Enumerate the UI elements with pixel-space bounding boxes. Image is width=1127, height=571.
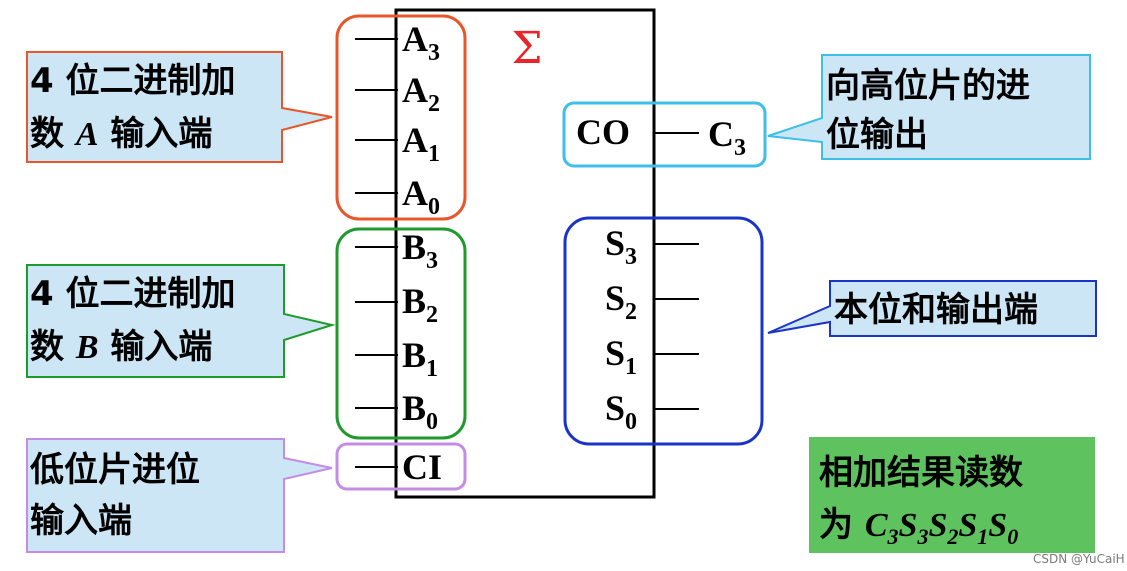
pin-s3-label: S3 xyxy=(605,223,637,270)
pin-b2-label: B2 xyxy=(402,281,438,328)
callout-carry-in-line1: 低位片进位 xyxy=(30,450,200,490)
pin-a3-label: A3 xyxy=(402,19,440,66)
pin-ci-label: CI xyxy=(402,447,442,487)
sigma-symbol: Σ xyxy=(511,23,542,74)
callout-sum-out-line1: 本位和输出端 xyxy=(834,290,1038,330)
watermark: CSDN @YuCaiH xyxy=(1033,552,1125,566)
callout-input-a: 4 位二进制加 数 A 输入端 xyxy=(26,51,333,163)
result-line2: 为 C3S3S2S1S0 xyxy=(819,505,1018,549)
callout-carry-out-box xyxy=(767,54,1091,160)
pin-b1-label: B1 xyxy=(402,335,438,382)
carry-out-group: CO C3 xyxy=(562,101,767,168)
callout-input-a-line2: 数 A 输入端 xyxy=(30,114,212,154)
callout-input-b-line1: 4 位二进制加 xyxy=(30,274,236,314)
callout-sum-out: 本位和输出端 xyxy=(767,280,1097,337)
pin-b3-label: B3 xyxy=(402,227,438,274)
pin-s0-label: S0 xyxy=(605,388,637,435)
pin-co-label: CO xyxy=(576,112,630,152)
callout-input-a-box xyxy=(26,51,333,163)
sum-output-highlight xyxy=(563,216,764,446)
input-a-highlight xyxy=(335,14,467,221)
input-b-highlight xyxy=(335,227,467,440)
carry-in-group: CI xyxy=(335,442,467,491)
callout-carry-in-line2: 输入端 xyxy=(30,501,132,541)
pin-a2-label: A2 xyxy=(402,70,440,117)
callout-carry-out-line1: 向高位片的进 xyxy=(826,66,1030,106)
callout-sum-out-box xyxy=(767,280,1097,337)
callout-carry-in-box xyxy=(26,438,333,553)
callout-input-b: 4 位二进制加 数 B 输入端 xyxy=(26,264,336,378)
carry-out-highlight xyxy=(562,101,767,168)
pin-b0-label: B0 xyxy=(402,388,438,435)
callout-input-b-line2: 数 B 输入端 xyxy=(30,327,212,367)
callout-carry-out: 向高位片的进 位输出 xyxy=(767,54,1091,160)
sum-output-group: S3 S2 S1 S0 xyxy=(563,216,764,446)
carry-out-signal-label: C3 xyxy=(708,114,746,161)
pin-a0-label: A0 xyxy=(402,173,440,220)
callout-carry-in: 低位片进位 输入端 xyxy=(26,438,333,553)
result-line1: 相加结果读数 xyxy=(819,453,1023,493)
input-a-group: A3 A2 A1 A0 xyxy=(335,14,467,221)
adder-chip-body xyxy=(394,8,656,499)
callout-carry-out-line2: 位输出 xyxy=(826,115,928,155)
result-box: 相加结果读数 为 C3S3S2S1S0 xyxy=(809,437,1095,553)
callout-input-b-box xyxy=(26,264,336,378)
pin-a1-label: A1 xyxy=(402,120,440,167)
pin-s1-label: S1 xyxy=(605,333,637,380)
callout-input-a-line1: 4 位二进制加 xyxy=(30,61,236,101)
result-box-bg xyxy=(809,437,1095,553)
pin-s2-label: S2 xyxy=(605,278,637,325)
input-b-group: B3 B2 B1 B0 xyxy=(335,227,467,440)
carry-in-highlight xyxy=(335,442,467,491)
